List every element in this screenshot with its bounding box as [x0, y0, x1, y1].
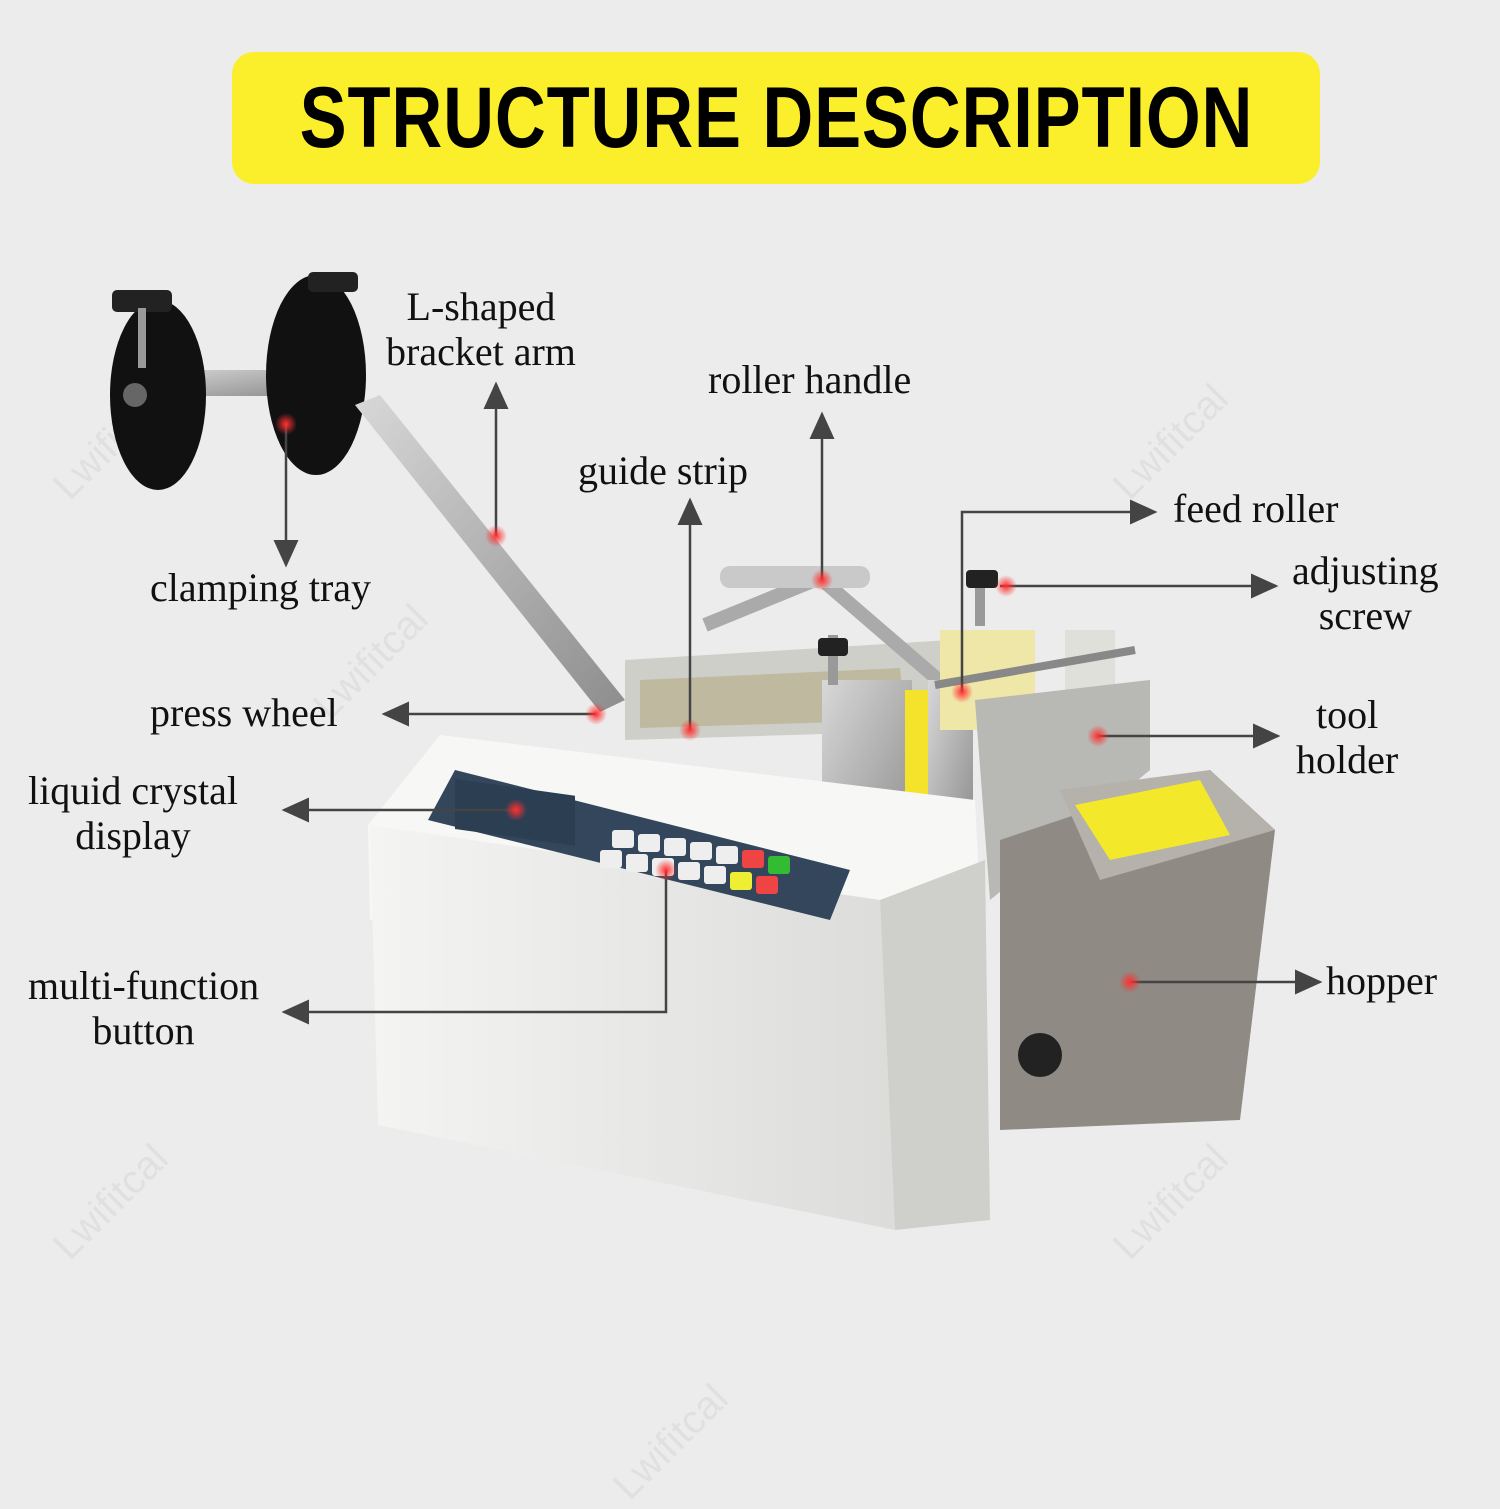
label-line: holder [1296, 737, 1399, 782]
label-line: press wheel [150, 690, 338, 735]
label-hopper: hopper [1326, 958, 1437, 1003]
label-line: display [75, 813, 191, 858]
label-line: adjusting [1292, 548, 1439, 593]
label-multi-function-button: multi-function button [28, 963, 259, 1053]
label-line: bracket arm [386, 329, 576, 374]
leader-lines [273, 381, 1323, 1025]
label-liquid-crystal-display: liquid crystal display [28, 768, 238, 858]
label-l-shaped-bracket-arm: L-shaped bracket arm [386, 284, 576, 374]
label-press-wheel: press wheel [150, 690, 338, 735]
hopper-shape [1000, 770, 1275, 1130]
label-line: roller handle [708, 357, 912, 402]
label-guide-strip: guide strip [578, 448, 748, 493]
label-line: clamping tray [150, 565, 372, 610]
label-line: tool [1315, 692, 1379, 737]
label-roller-handle: roller handle [708, 357, 911, 402]
label-line: feed roller [1173, 486, 1339, 531]
label-line: hopper [1326, 958, 1438, 1003]
label-line: guide strip [578, 448, 748, 493]
label-line: L-shaped [406, 284, 556, 329]
label-tool-holder: tool holder [1296, 692, 1398, 782]
label-adjusting-screw: adjusting screw [1292, 548, 1439, 638]
red-markers [275, 413, 1141, 993]
label-line: liquid crystal [28, 768, 238, 813]
title-banner: STRUCTURE DESCRIPTION [232, 52, 1320, 184]
label-feed-roller: feed roller [1173, 486, 1338, 531]
page-title: STRUCTURE DESCRIPTION [299, 69, 1253, 166]
label-line: button [92, 1008, 195, 1053]
label-clamping-tray: clamping tray [150, 565, 371, 610]
label-line: screw [1318, 593, 1412, 638]
label-line: multi-function [28, 963, 260, 1008]
